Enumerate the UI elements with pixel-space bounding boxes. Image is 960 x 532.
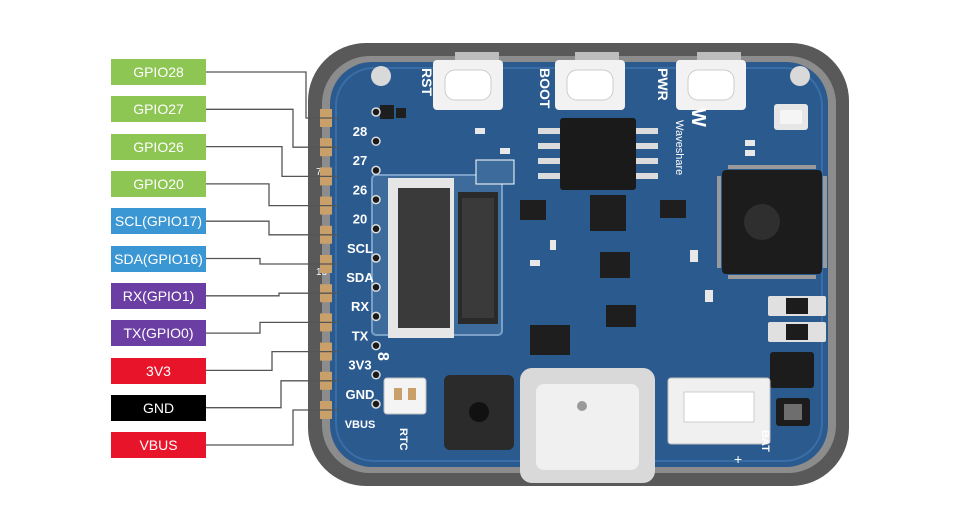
leader-line-0 [206, 71, 338, 119]
boot-button-cap [575, 52, 619, 62]
pcb [330, 62, 828, 467]
pin-label-rx-gpio1: RX(GPIO1) [111, 283, 206, 309]
mark-7: 7 [316, 167, 322, 178]
pin-label-gpio28: GPIO28 [111, 59, 206, 85]
leader-line-6 [206, 292, 338, 297]
pin-label-scl-gpio17: SCL(GPIO17) [111, 208, 206, 234]
pad-via-6 [371, 282, 381, 292]
bat-label: BAT [759, 430, 771, 452]
pin-label-gpio26: GPIO26 [111, 134, 206, 160]
leader-lines [206, 71, 338, 446]
svg-text:+: + [734, 451, 742, 467]
leader-line-4 [206, 220, 338, 236]
pad-via-0 [371, 107, 381, 117]
charger-chip [770, 352, 814, 388]
header-pad-label-10: VBUS [345, 419, 376, 431]
header-pad-label-6: RX [351, 299, 369, 314]
mark-8: 8 [374, 352, 391, 361]
pad-via-5 [371, 253, 381, 263]
brand-logo: W [687, 108, 709, 127]
header-pad-label-7: TX [352, 328, 369, 343]
leader-line-5 [206, 257, 338, 265]
leader-line-9 [206, 380, 338, 409]
flash-chip [560, 118, 636, 190]
pin-label-gpio20: GPIO20 [111, 171, 206, 197]
boot-label: BOOT [537, 68, 553, 109]
pad-via-9 [371, 370, 381, 380]
header-pad-label-4: SCL [347, 241, 373, 256]
brand-label: Waveshare [673, 120, 685, 175]
pin-label-sda-gpio16: SDA(GPIO16) [111, 246, 206, 272]
pin-label-3v3: 3V3 [111, 358, 206, 384]
pin-label-vbus: VBUS [111, 432, 206, 458]
header-pad-label-2: 26 [353, 182, 367, 197]
pad-via-10 [371, 399, 381, 409]
header-pad-label-5: SDA [346, 270, 374, 285]
leader-line-8 [206, 350, 338, 372]
pwr-label: PWR [655, 68, 671, 101]
header-pad-label-9: GND [346, 387, 375, 402]
header-pad-label-1: 27 [353, 153, 367, 168]
header-pad-label-0: 28 [353, 124, 367, 139]
pwr-button-cap [697, 52, 741, 62]
pad-via-3 [371, 194, 381, 205]
leader-line-7 [206, 321, 338, 334]
leader-line-2 [206, 145, 338, 178]
pad-via-1 [371, 136, 381, 146]
raspberry-logo [744, 204, 780, 240]
rtc-label: RTC [397, 428, 409, 451]
pin-label-gnd: GND [111, 395, 206, 421]
pad-via-4 [371, 224, 381, 234]
leader-line-10 [206, 409, 338, 446]
pad-via-2 [371, 165, 381, 176]
rtc-connector [383, 377, 427, 415]
header-pad-label-3: 20 [353, 212, 367, 227]
pad-via-7 [371, 311, 381, 322]
mount-hole-tr [790, 66, 810, 86]
pad-via-8 [371, 340, 381, 351]
mount-hole-tl [371, 66, 391, 86]
rst-button-cap [455, 52, 499, 62]
rst-label: RST [419, 68, 435, 96]
header-pad-label-8: 3V3 [348, 358, 371, 373]
pin-label-gpio27: GPIO27 [111, 96, 206, 122]
leader-line-1 [206, 108, 338, 148]
pin-label-tx-gpio0: TX(GPIO0) [111, 320, 206, 346]
leader-line-3 [206, 183, 338, 207]
